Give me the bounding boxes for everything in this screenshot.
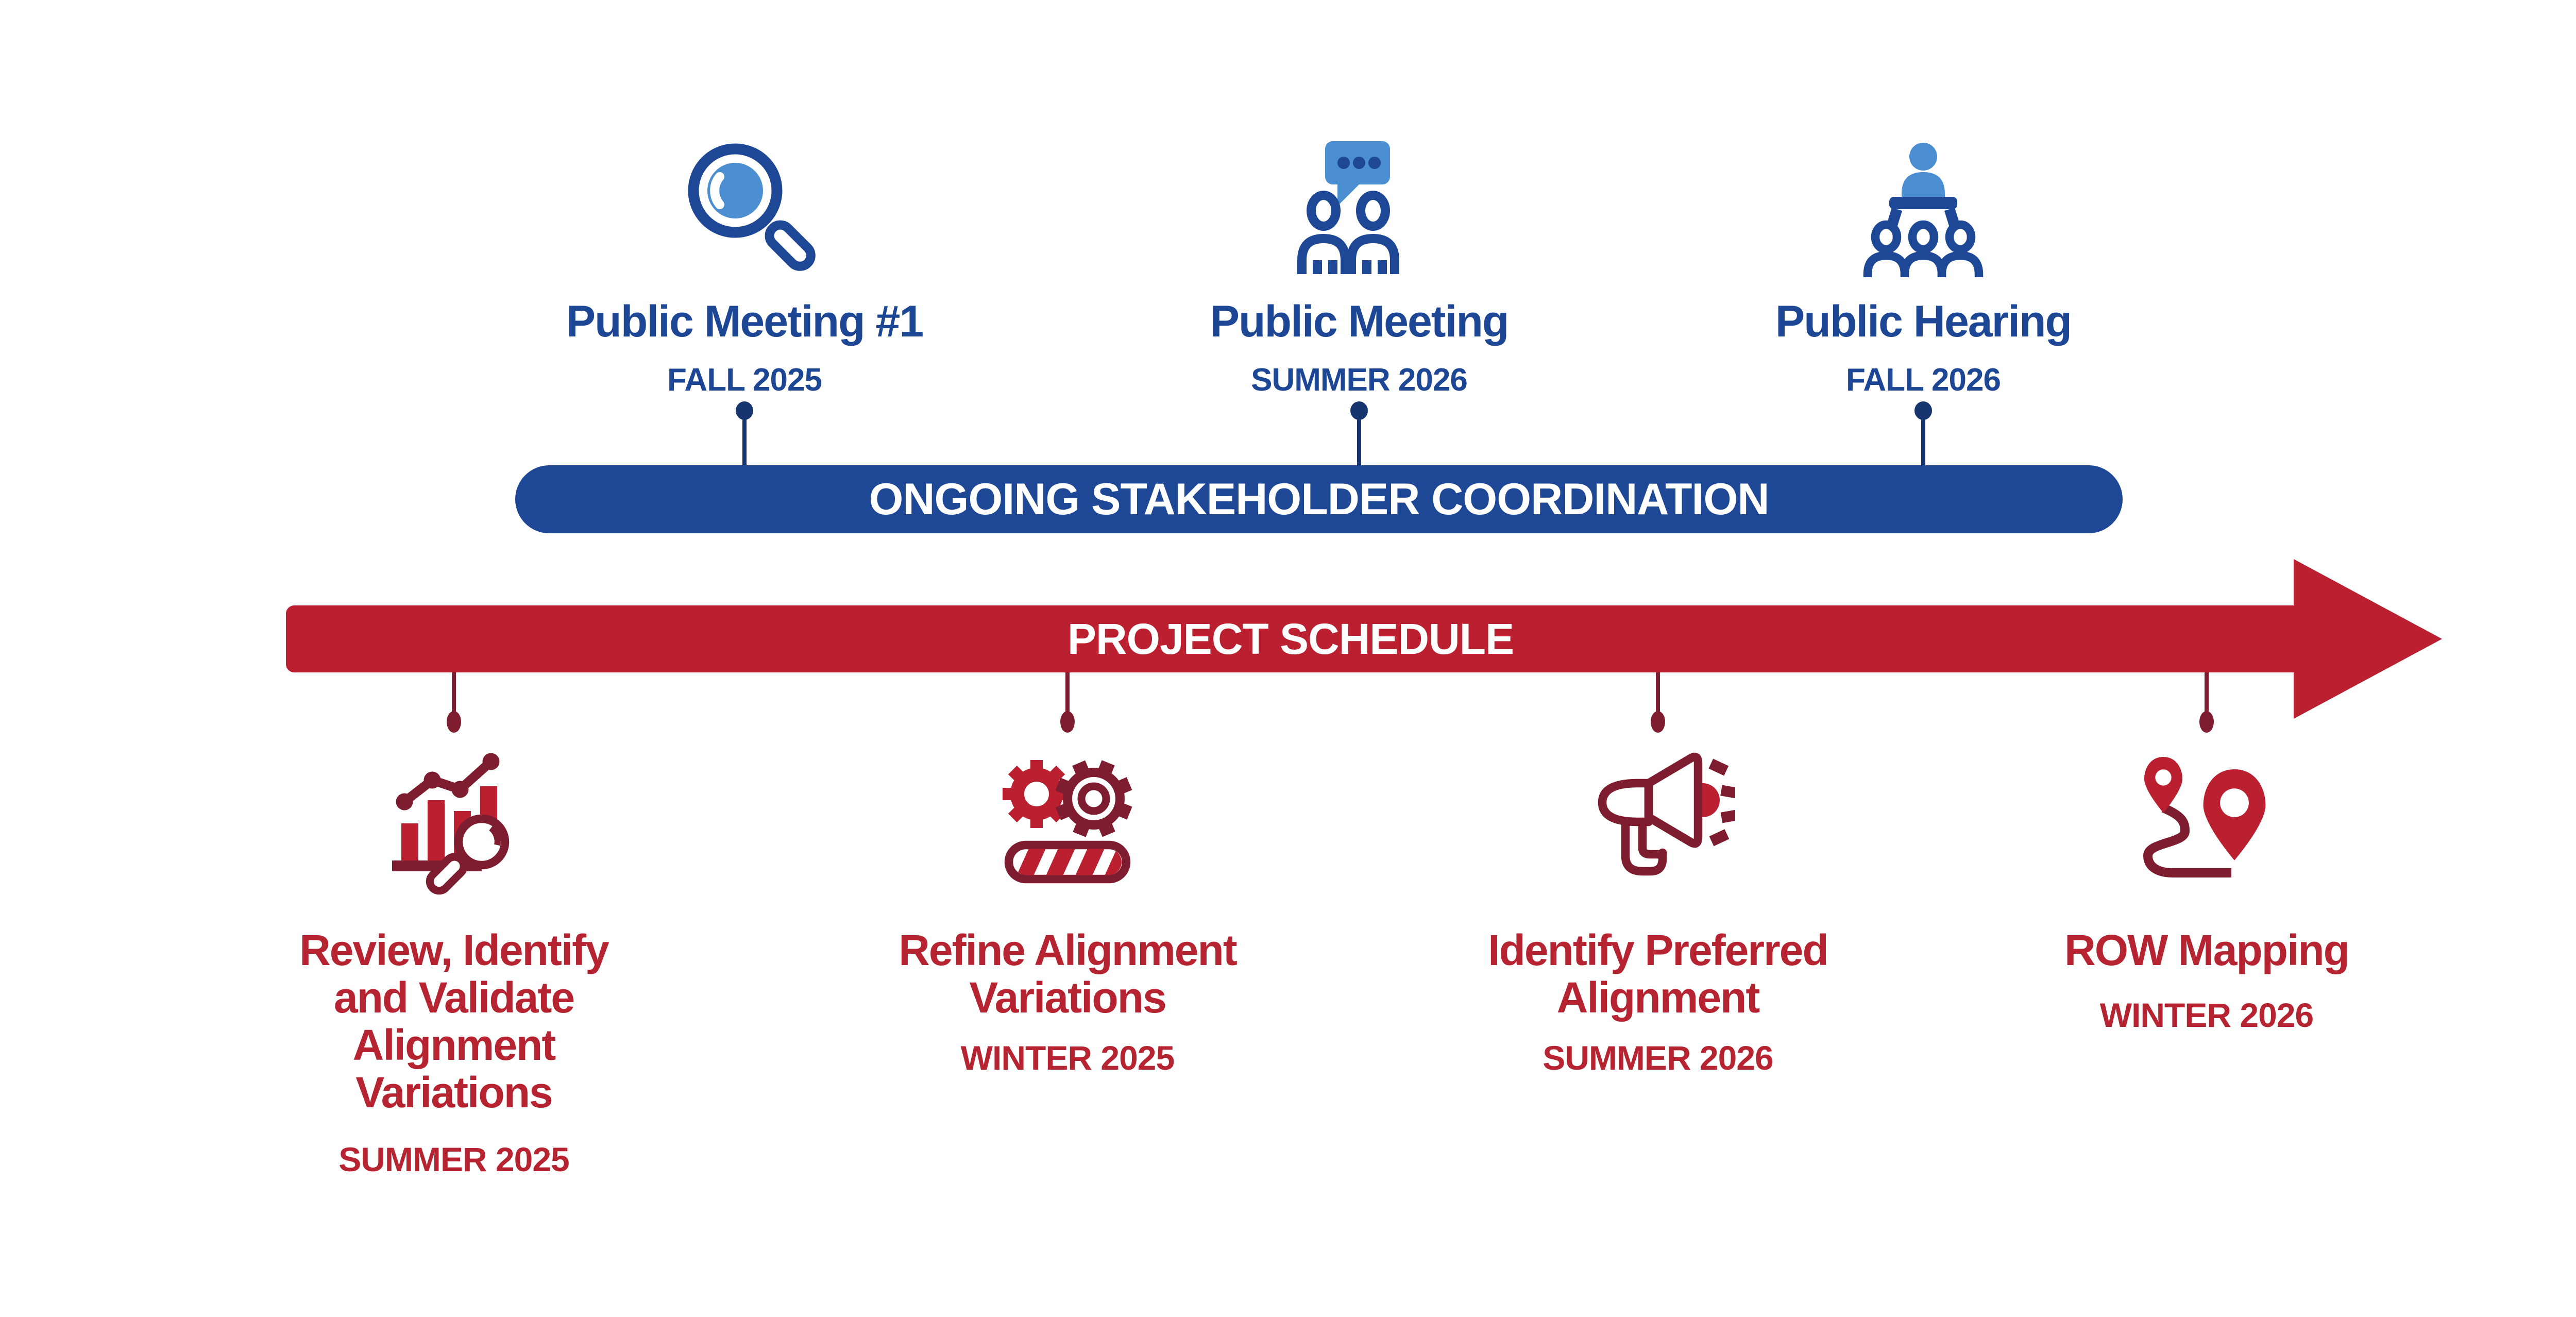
- title-line: ROW Mapping: [2064, 926, 2350, 974]
- milestone-date: FALL 2026: [1845, 362, 2001, 398]
- milestone-date: FALL 2025: [667, 362, 822, 398]
- project-schedule-label: PROJECT SCHEDULE: [1067, 614, 1514, 663]
- milestone-title: Public Hearing: [1775, 297, 2072, 346]
- timeline-dot: [1914, 401, 1932, 420]
- milestone-title: ROW Mapping: [1959, 926, 2454, 974]
- timeline-dot: [1651, 711, 1665, 733]
- magnifying-glass-icon: [688, 143, 816, 271]
- timeline-dot: [736, 401, 753, 420]
- megaphone-icon: [1598, 752, 1735, 876]
- timeline-stem: [1065, 672, 1070, 713]
- arrow-head: [2294, 559, 2442, 719]
- title-line: Alignment: [352, 1021, 556, 1069]
- title-line: Variations: [969, 973, 1167, 1022]
- milestone-title: Refine Alignment Variations: [820, 926, 1315, 1021]
- timeline-stem: [2205, 672, 2209, 713]
- timeline-stem: [1656, 672, 1660, 713]
- milestone-date: SUMMER 2026: [1543, 1039, 1774, 1077]
- milestone-title: Public Meeting: [1210, 297, 1510, 346]
- route-pins-icon: [2143, 757, 2266, 877]
- timeline-stem: [452, 672, 456, 713]
- title-line: Alignment: [1556, 973, 1760, 1022]
- milestone-date: SUMMER 2025: [338, 1140, 570, 1178]
- milestone-date: WINTER 2025: [960, 1039, 1175, 1077]
- timeline-stem: [742, 418, 747, 466]
- milestone-title: Identify Preferred Alignment: [1411, 926, 1905, 1021]
- title-line: Variations: [355, 1068, 553, 1117]
- milestone-date: WINTER 2026: [2099, 996, 2314, 1034]
- chart-magnifier-icon: [392, 753, 510, 895]
- stakeholder-bar-label: ONGOING STAKEHOLDER COORDINATION: [869, 474, 1770, 524]
- gears-progress-icon: [1003, 760, 1132, 884]
- timeline-dot: [2199, 711, 2214, 733]
- project-schedule-arrow: PROJECT SCHEDULE: [286, 605, 2295, 672]
- discussion-people-icon: [1297, 141, 1399, 274]
- timeline-dot: [1350, 401, 1368, 420]
- podium-audience-icon: [1863, 143, 1984, 277]
- title-line: Identify Preferred: [1488, 926, 1829, 974]
- milestone-date: SUMMER 2026: [1251, 362, 1468, 398]
- milestone-title: Public Meeting #1: [566, 297, 924, 346]
- stakeholder-coordination-bar: ONGOING STAKEHOLDER COORDINATION: [515, 465, 2123, 533]
- title-line: Refine Alignment: [899, 926, 1238, 974]
- title-line: and Validate: [333, 973, 575, 1022]
- milestone-title: Review, Identify and Validate Alignment …: [207, 926, 701, 1116]
- title-line: Review, Identify: [299, 926, 609, 974]
- timeline-stem: [1921, 418, 1925, 466]
- timeline-stem: [1357, 418, 1361, 466]
- timeline-dot: [447, 711, 461, 733]
- timeline-dot: [1060, 711, 1075, 733]
